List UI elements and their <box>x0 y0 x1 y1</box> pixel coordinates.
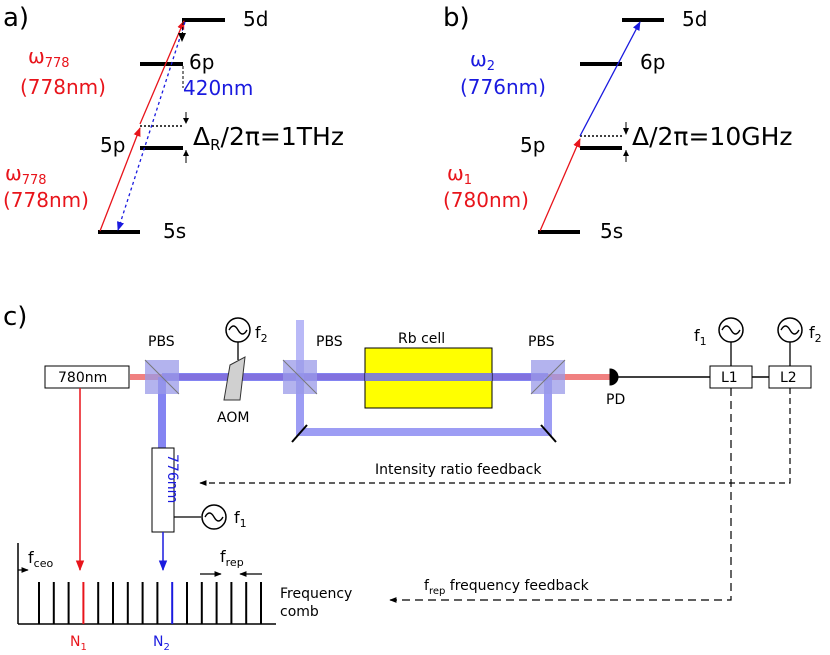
panel-a-label: a) <box>3 3 29 33</box>
label-5d-a: 5d <box>243 7 268 31</box>
fceo-label: fceo <box>28 548 53 570</box>
label-5d-b: 5d <box>682 7 707 31</box>
pbs-2 <box>282 359 318 395</box>
lower-excitation-arrow-b <box>539 138 581 232</box>
upper-excitation-arrow-a <box>139 20 185 125</box>
label-6p-a: 6p <box>189 50 214 74</box>
mirror-right <box>540 424 557 443</box>
omega-lower-a: ω778 <box>5 161 47 188</box>
laser-780-label: 780nm <box>58 370 107 386</box>
panel-a: a) 5d 6p 5p 5s ω778 (778nm) ω778 (778nm)… <box>3 3 344 243</box>
cascade-arrowhead-upper-a <box>178 33 186 42</box>
detuning-label-a: ΔR/2π=1THz <box>193 122 344 154</box>
sine-icon <box>228 325 248 335</box>
n1-label: N1 <box>70 634 87 653</box>
wavelength-upper-b: (776nm) <box>460 75 546 99</box>
wavelength-lower-b: (780nm) <box>443 188 529 212</box>
photodiode <box>609 368 619 386</box>
label-5s-a: 5s <box>163 219 186 243</box>
lower-excitation-arrow-a <box>99 127 141 232</box>
frep-label: frep <box>220 547 244 569</box>
lockin-l2-freq-label: f2 <box>809 323 822 345</box>
detuning-label-b: Δ/2π=10GHz <box>632 122 793 151</box>
intensity-feedback-label: Intensity ratio feedback <box>375 462 542 478</box>
mirror-left <box>291 424 308 443</box>
sine-icon <box>721 325 741 335</box>
omega-upper-b: ω2 <box>470 47 495 74</box>
pbs-3 <box>530 359 566 395</box>
comb-label-line1: Frequency <box>280 586 352 602</box>
omega-lower-b: ω1 <box>447 161 472 188</box>
blue-beam-return-loop <box>296 377 552 436</box>
wavelength-upper-a: (778nm) <box>20 75 106 99</box>
aom <box>223 356 246 401</box>
upper-excitation-arrow-b <box>579 21 641 137</box>
laser-780-box <box>44 365 130 389</box>
lockin-l2-label: L2 <box>780 370 797 386</box>
label-6p-b: 6p <box>640 50 665 74</box>
pbs-1 <box>144 359 180 395</box>
intensity-feedback-line <box>199 388 791 486</box>
panel-c: c) PBS PBS PBS Rb cell <box>3 302 822 653</box>
pbs-2-label: PBS <box>316 334 343 350</box>
decay-wavelength-a: 420nm <box>183 76 253 100</box>
label-5s-b: 5s <box>600 219 623 243</box>
lockin-l1-freq-label: f1 <box>694 326 707 348</box>
panel-c-label: c) <box>3 302 27 332</box>
label-5p-a: 5p <box>100 133 125 157</box>
wavelength-lower-a: (778nm) <box>3 188 89 212</box>
rb-cell-label: Rb cell <box>398 331 445 347</box>
panel-b: b) 5d 6p 5p 5s ω2 (776nm) ω1 (780nm) Δ/2… <box>443 3 793 243</box>
pbs-3-label: PBS <box>528 334 555 350</box>
frep-feedback-label: frep frequency feedback <box>424 578 590 597</box>
n2-label: N2 <box>153 634 170 653</box>
label-5p-b: 5p <box>520 133 545 157</box>
sine-icon <box>204 512 224 522</box>
laser-776-label: 776nm <box>164 454 180 503</box>
lockin-l1-label: L1 <box>721 370 738 386</box>
frep-feedback-line <box>389 388 732 603</box>
comb-label-line2: comb <box>280 604 319 620</box>
aom-label: AOM <box>217 410 249 426</box>
pbs-1-label: PBS <box>148 334 175 350</box>
omega-upper-a: ω778 <box>28 44 70 71</box>
comb-lines <box>38 582 262 624</box>
decay-arrow-a <box>117 21 186 231</box>
pd-label: PD <box>606 392 625 408</box>
sine-icon <box>780 325 800 335</box>
laser-776-freq-label: f1 <box>234 508 247 530</box>
aom-freq-label: f2 <box>255 323 268 345</box>
panel-b-label: b) <box>443 3 470 33</box>
